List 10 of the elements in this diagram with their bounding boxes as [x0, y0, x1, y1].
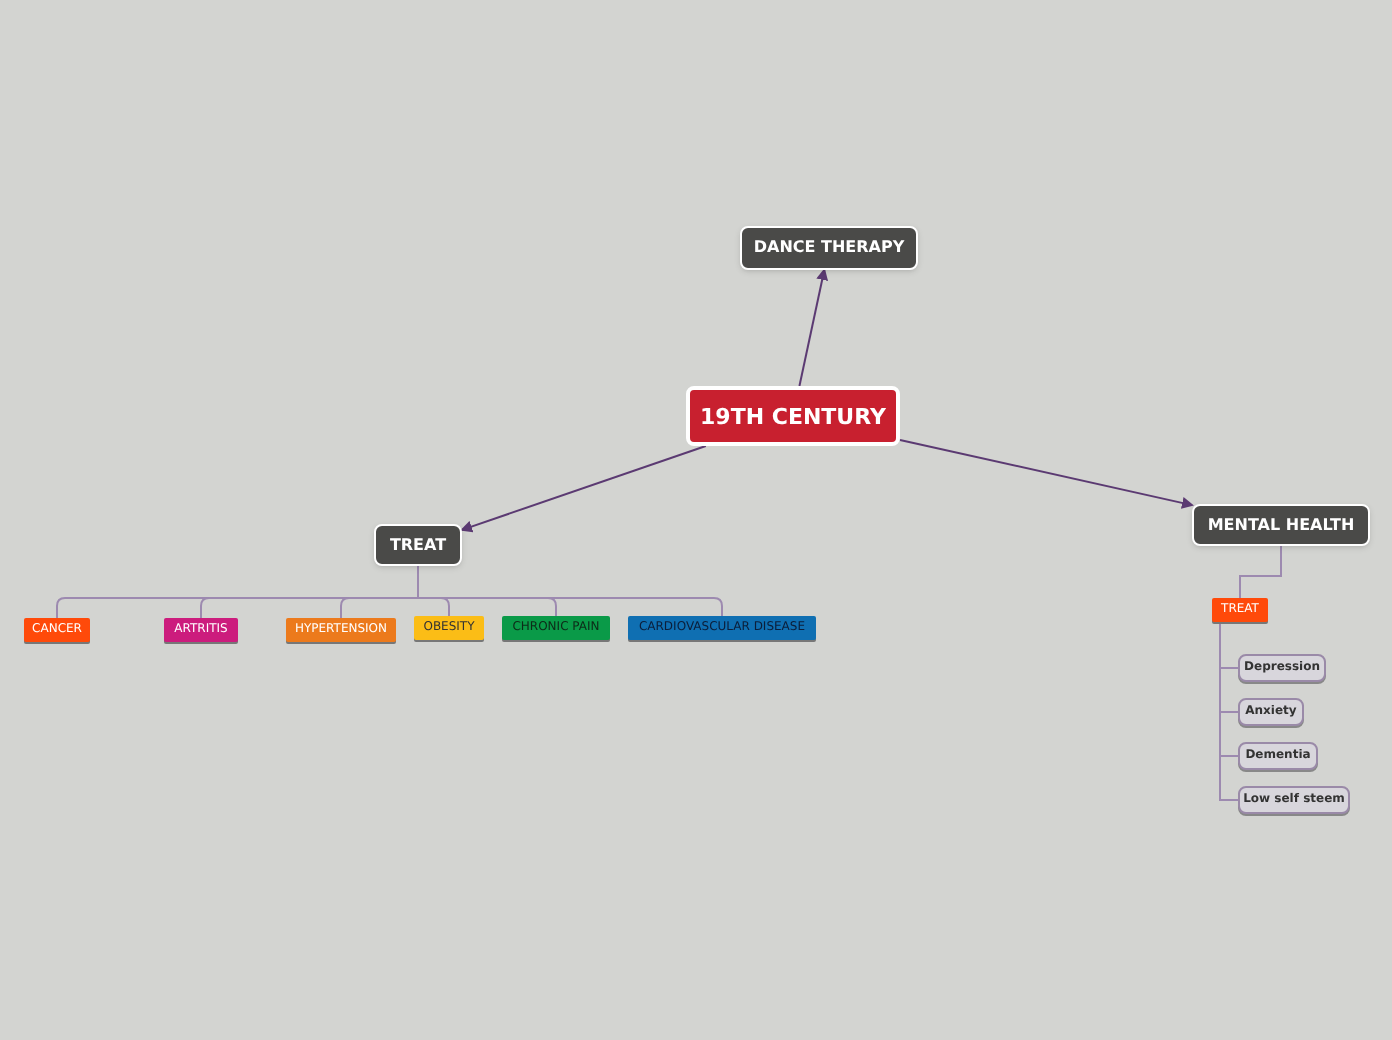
central-topic: 19TH CENTURY: [686, 386, 900, 446]
connector-line: [417, 565, 723, 617]
arrow: [899, 438, 1194, 509]
connector-line: [1239, 545, 1282, 599]
arrow: [460, 445, 707, 533]
topic-box: DANCE THERAPY: [740, 226, 918, 270]
topic-box: TREAT: [374, 524, 462, 566]
topic-box: MENTAL HEALTH: [1192, 504, 1370, 546]
arrow: [798, 268, 829, 387]
connector-line: [1219, 621, 1239, 801]
